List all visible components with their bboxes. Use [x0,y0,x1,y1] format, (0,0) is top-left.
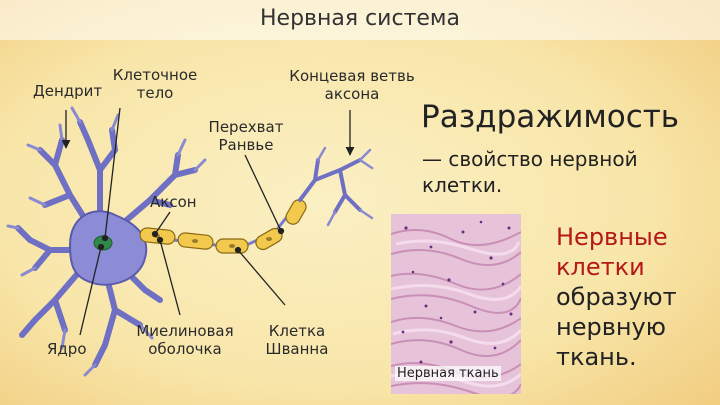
label-axon-terminal-line2: аксона [324,85,380,103]
label-cell-body: Клеточное тело [105,66,205,102]
label-node-line1: Перехват [208,118,284,136]
label-cell-body-line2: тело [136,84,174,102]
axon-terminals [298,158,362,214]
statement-line1: Нервные [556,223,668,251]
definition-line1: — свойство нервной [422,147,638,171]
definition-line2: клетки. [422,173,503,197]
photo-caption: Нервная ткань [395,366,501,381]
label-myelin-line2: оболочка [148,340,222,358]
definition-body: — свойство нервной клетки. [422,146,638,198]
dendrites [15,119,198,368]
statement-line3: образуют [556,283,677,311]
label-myelin-line1: Миелиновая [136,322,234,340]
label-cell-body-line1: Клеточное [112,66,198,84]
leader-lines [61,107,355,336]
label-dendrite: Дендрит [33,82,103,100]
dendrite-fine [6,106,207,377]
label-axon-terminal-line1: Концевая ветвь [289,67,415,85]
label-schwann-cell: Клетка Шванна [252,322,342,358]
statement: Нервные клетки образуют нервную ткань. [556,222,677,372]
label-schwann-line1: Клетка [268,322,326,340]
statement-line2: клетки [556,253,645,281]
statement-line4: нервную [556,313,666,341]
label-nucleus: Ядро [47,340,87,358]
slide-title: Нервная система [259,6,461,31]
label-node-line2: Ранвье [218,136,274,154]
label-axon-terminal: Концевая ветвь аксона [282,67,422,103]
label-schwann-line2: Шванна [265,340,329,358]
definition-heading: Раздражимость [421,99,680,135]
nervous-tissue-photo [391,214,521,394]
label-node-of-ranvier: Перехват Ранвье [196,118,296,154]
label-myelin-sheath: Миелиновая оболочка [120,322,250,358]
statement-line5: ткань. [556,343,637,371]
label-axon: Аксон [150,193,197,211]
